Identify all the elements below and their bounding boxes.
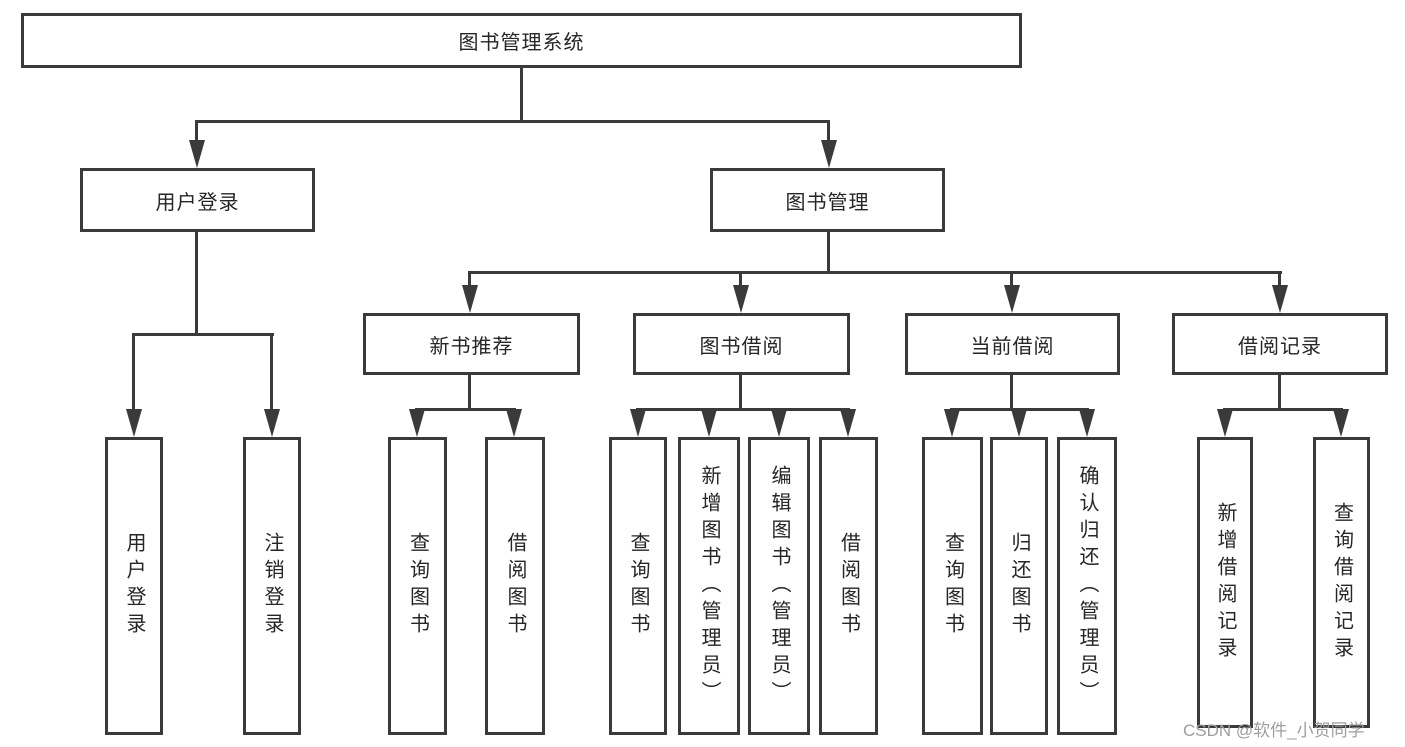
- leaf-logout: 注销登录: [243, 437, 301, 735]
- connector-to-borrowing-records: [1278, 271, 1281, 288]
- connector-user-login-stem: [195, 232, 198, 333]
- node-current-borrowing: 当前借阅: [905, 313, 1120, 375]
- arrow-down-icon: [506, 409, 522, 437]
- leaf-add-borrow-record: 新增借阅记录: [1197, 437, 1253, 728]
- arrow-down-icon: [840, 409, 856, 437]
- arrow-down-icon: [1079, 409, 1095, 437]
- connector-current-borrowing-stem: [1010, 375, 1013, 408]
- leaf-query-borrow-record-label: 查询借阅记录: [1330, 501, 1353, 664]
- leaf-return-books-label: 归还图书: [1008, 532, 1030, 640]
- connector-user-login-branch: [132, 333, 274, 336]
- leaf-query-books-borrowing: 查询图书: [609, 437, 667, 735]
- arrow-down-icon: [189, 140, 205, 168]
- connector-new-book-recommend-stem: [468, 375, 471, 408]
- arrow-down-icon: [944, 409, 960, 437]
- connector-book-management-branch: [468, 271, 1282, 274]
- connector-to-book-borrowing: [739, 271, 742, 288]
- connector-new-book-recommend-branch: [415, 408, 516, 411]
- connector-to-leaf-logout: [270, 333, 273, 412]
- connector-borrowing-records-branch: [1223, 408, 1343, 411]
- arrow-down-icon: [409, 409, 425, 437]
- leaf-add-books-admin-label: 新增图书（管理员）: [698, 464, 720, 708]
- leaf-query-books-current: 查询图书: [922, 437, 983, 735]
- arrow-down-icon: [821, 140, 837, 168]
- node-borrowing-records: 借阅记录: [1172, 313, 1388, 375]
- connector-book-borrowing-stem: [739, 375, 742, 408]
- leaf-query-books-recommend-label: 查询图书: [406, 532, 429, 640]
- leaf-return-books: 归还图书: [990, 437, 1048, 735]
- leaf-edit-books-admin: 编辑图书（管理员）: [748, 437, 810, 735]
- arrow-down-icon: [733, 285, 749, 313]
- leaf-borrow-books-recommend: 借阅图书: [485, 437, 545, 735]
- leaf-confirm-return-admin: 确认归还（管理员）: [1057, 437, 1117, 735]
- connector-borrowing-records-stem: [1278, 375, 1281, 408]
- node-current-borrowing-label: 当前借阅: [970, 335, 1055, 358]
- leaf-user-login: 用户登录: [105, 437, 163, 735]
- connector-root-branch: [195, 120, 830, 123]
- node-user-login-label: 用户登录: [155, 191, 240, 214]
- leaf-user-login-label: 用户登录: [123, 532, 145, 640]
- connector-book-borrowing-branch: [636, 408, 850, 411]
- connector-to-leaf-user-login: [132, 333, 135, 412]
- leaf-add-books-admin: 新增图书（管理员）: [678, 437, 740, 735]
- connector-to-book-management: [827, 120, 830, 144]
- node-borrowing-records-label: 借阅记录: [1238, 335, 1322, 358]
- arrow-down-icon: [462, 285, 478, 313]
- watermark-text: CSDN @软件_小贺同学: [1183, 721, 1365, 740]
- arrow-down-icon: [1272, 285, 1288, 313]
- leaf-logout-label: 注销登录: [261, 532, 283, 640]
- leaf-query-books-borrowing-label: 查询图书: [627, 532, 649, 640]
- leaf-edit-books-admin-label: 编辑图书（管理员）: [768, 464, 790, 708]
- node-user-login: 用户登录: [80, 168, 315, 232]
- leaf-add-borrow-record-label: 新增借阅记录: [1214, 501, 1236, 664]
- arrow-down-icon: [264, 409, 280, 437]
- leaf-query-books-current-label: 查询图书: [941, 532, 964, 640]
- node-root-label: 图书管理系统: [458, 32, 585, 54]
- leaf-query-books-recommend: 查询图书: [388, 437, 447, 735]
- connector-to-new-book-recommend: [468, 271, 471, 288]
- leaf-borrow-books-borrowing-label: 借阅图书: [837, 532, 860, 640]
- node-book-management-label: 图书管理: [785, 191, 870, 214]
- connector-to-user-login: [195, 120, 198, 144]
- node-book-borrowing: 图书借阅: [633, 313, 850, 375]
- connector-root-stem: [520, 68, 523, 120]
- arrow-down-icon: [1011, 409, 1027, 437]
- node-new-book-recommend-label: 新书推荐: [429, 335, 514, 358]
- connector-to-current-borrowing: [1010, 271, 1013, 288]
- arrow-down-icon: [771, 409, 787, 437]
- connector-book-management-stem: [827, 232, 830, 271]
- node-book-management: 图书管理: [710, 168, 945, 232]
- node-book-borrowing-label: 图书借阅: [699, 335, 784, 358]
- arrow-down-icon: [1217, 409, 1233, 437]
- leaf-borrow-books-borrowing: 借阅图书: [819, 437, 878, 735]
- arrow-down-icon: [126, 409, 142, 437]
- node-root-system: 图书管理系统: [21, 13, 1022, 68]
- arrow-down-icon: [1004, 285, 1020, 313]
- arrow-down-icon: [630, 409, 646, 437]
- leaf-borrow-books-recommend-label: 借阅图书: [504, 532, 526, 640]
- leaf-query-borrow-record: 查询借阅记录: [1313, 437, 1370, 728]
- arrow-down-icon: [701, 409, 717, 437]
- node-new-book-recommend: 新书推荐: [363, 313, 580, 375]
- arrow-down-icon: [1333, 409, 1349, 437]
- leaf-confirm-return-admin-label: 确认归还（管理员）: [1076, 464, 1098, 708]
